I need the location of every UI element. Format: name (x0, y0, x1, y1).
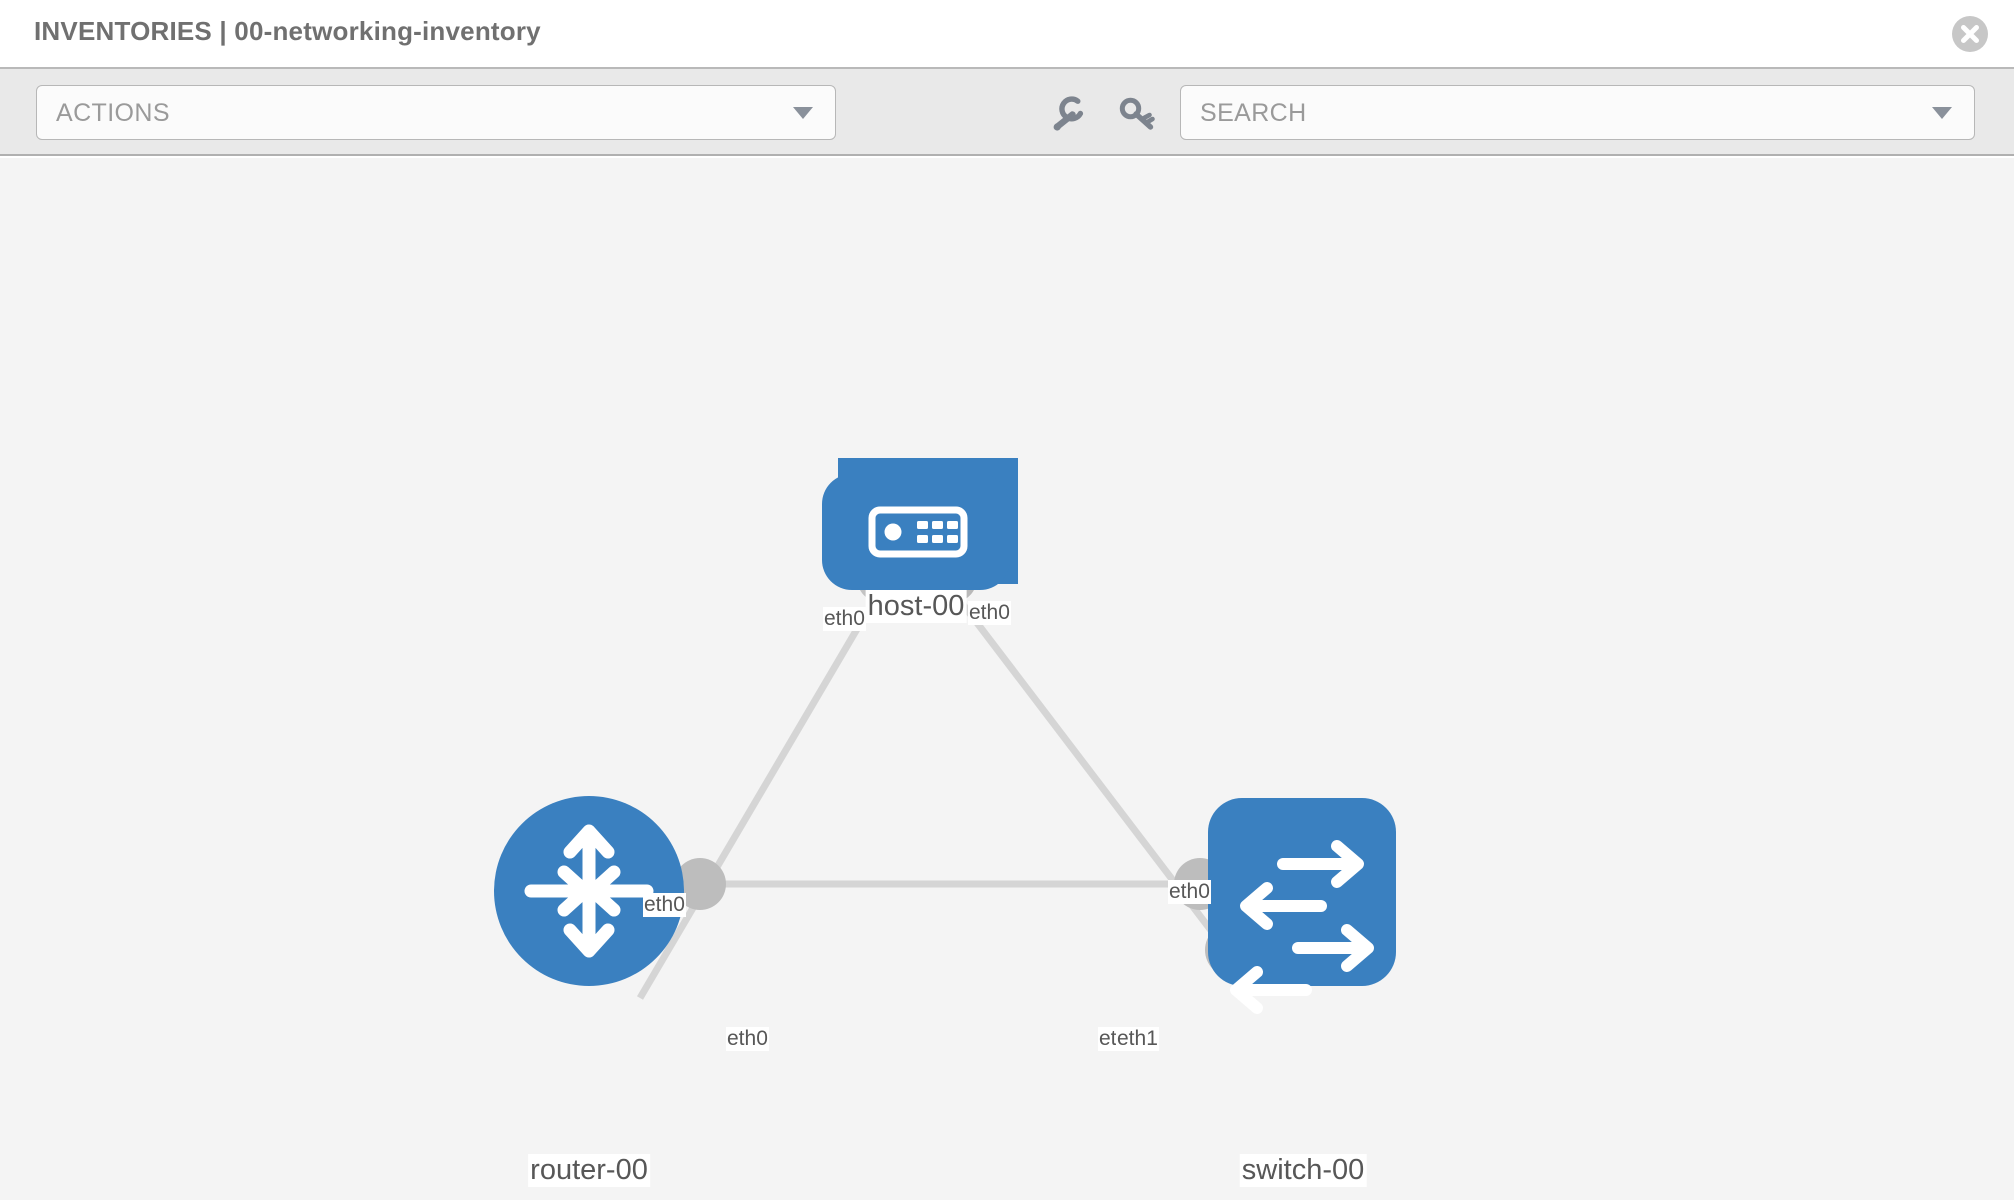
connector-stub-router-right (674, 858, 726, 910)
iface-label-switch-left-b: eth1 (1116, 1027, 1159, 1051)
link-host-router (636, 588, 884, 1000)
close-icon[interactable] (1952, 16, 1988, 52)
node-switch-00[interactable] (1208, 798, 1396, 1014)
actions-dropdown-label: ACTIONS (56, 99, 170, 127)
page-title: INVENTORIES | 00-networking-inventory (34, 16, 541, 46)
iface-label-router-up: eth0 (643, 893, 686, 917)
iface-label-host-right: eth0 (968, 601, 1011, 625)
topology-canvas[interactable]: host-00 router-00 switch-00 eth0 eth0 et… (0, 158, 2014, 1200)
node-label-host: host-00 (865, 590, 967, 623)
actions-dropdown[interactable]: ACTIONS (36, 85, 836, 140)
iface-label-router-right: eth0 (726, 1027, 769, 1051)
iface-label-switch-up: eth0 (1168, 880, 1211, 904)
topology-graph (494, 458, 1396, 1014)
search-input[interactable]: SEARCH (1180, 85, 1975, 140)
node-host-00[interactable] (822, 474, 1010, 590)
wrench-icon[interactable] (1048, 93, 1090, 135)
chevron-down-icon[interactable] (1932, 106, 1952, 119)
search-input-placeholder: SEARCH (1200, 99, 1307, 127)
node-label-router: router-00 (528, 1154, 650, 1187)
node-router-00[interactable] (494, 796, 684, 986)
node-label-switch: switch-00 (1239, 1154, 1367, 1187)
key-icon[interactable] (1116, 93, 1158, 135)
chevron-down-icon (793, 106, 813, 119)
title-bar: INVENTORIES | 00-networking-inventory (0, 0, 2014, 69)
iface-label-host-left: eth0 (823, 607, 866, 631)
